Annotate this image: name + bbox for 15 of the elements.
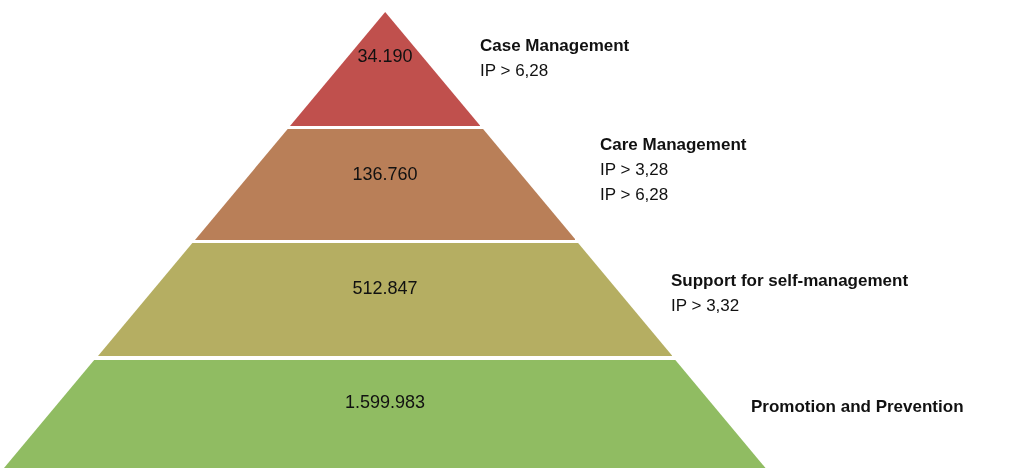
tier-title: Case Management bbox=[480, 35, 630, 57]
pyramid-tier bbox=[194, 129, 576, 240]
pyramid-tier bbox=[289, 12, 481, 126]
tier-threshold: IP > 3,32 bbox=[671, 295, 740, 317]
tier-value: 136.760 bbox=[352, 164, 418, 185]
tier-value: 34.190 bbox=[357, 46, 413, 67]
tier-title: Support for self-management bbox=[671, 270, 909, 292]
tier-value: 512.847 bbox=[352, 278, 418, 299]
tier-title: Promotion and Prevention bbox=[751, 396, 964, 418]
tier-threshold: IP > 6,28 bbox=[480, 60, 549, 82]
tier-threshold: IP > 3,28 bbox=[600, 159, 669, 181]
tier-title: Care Management bbox=[600, 134, 747, 156]
tier-value: 1.599.983 bbox=[344, 392, 425, 413]
pyramid-tier bbox=[97, 243, 673, 356]
tier-threshold: IP > 6,28 bbox=[600, 184, 669, 206]
